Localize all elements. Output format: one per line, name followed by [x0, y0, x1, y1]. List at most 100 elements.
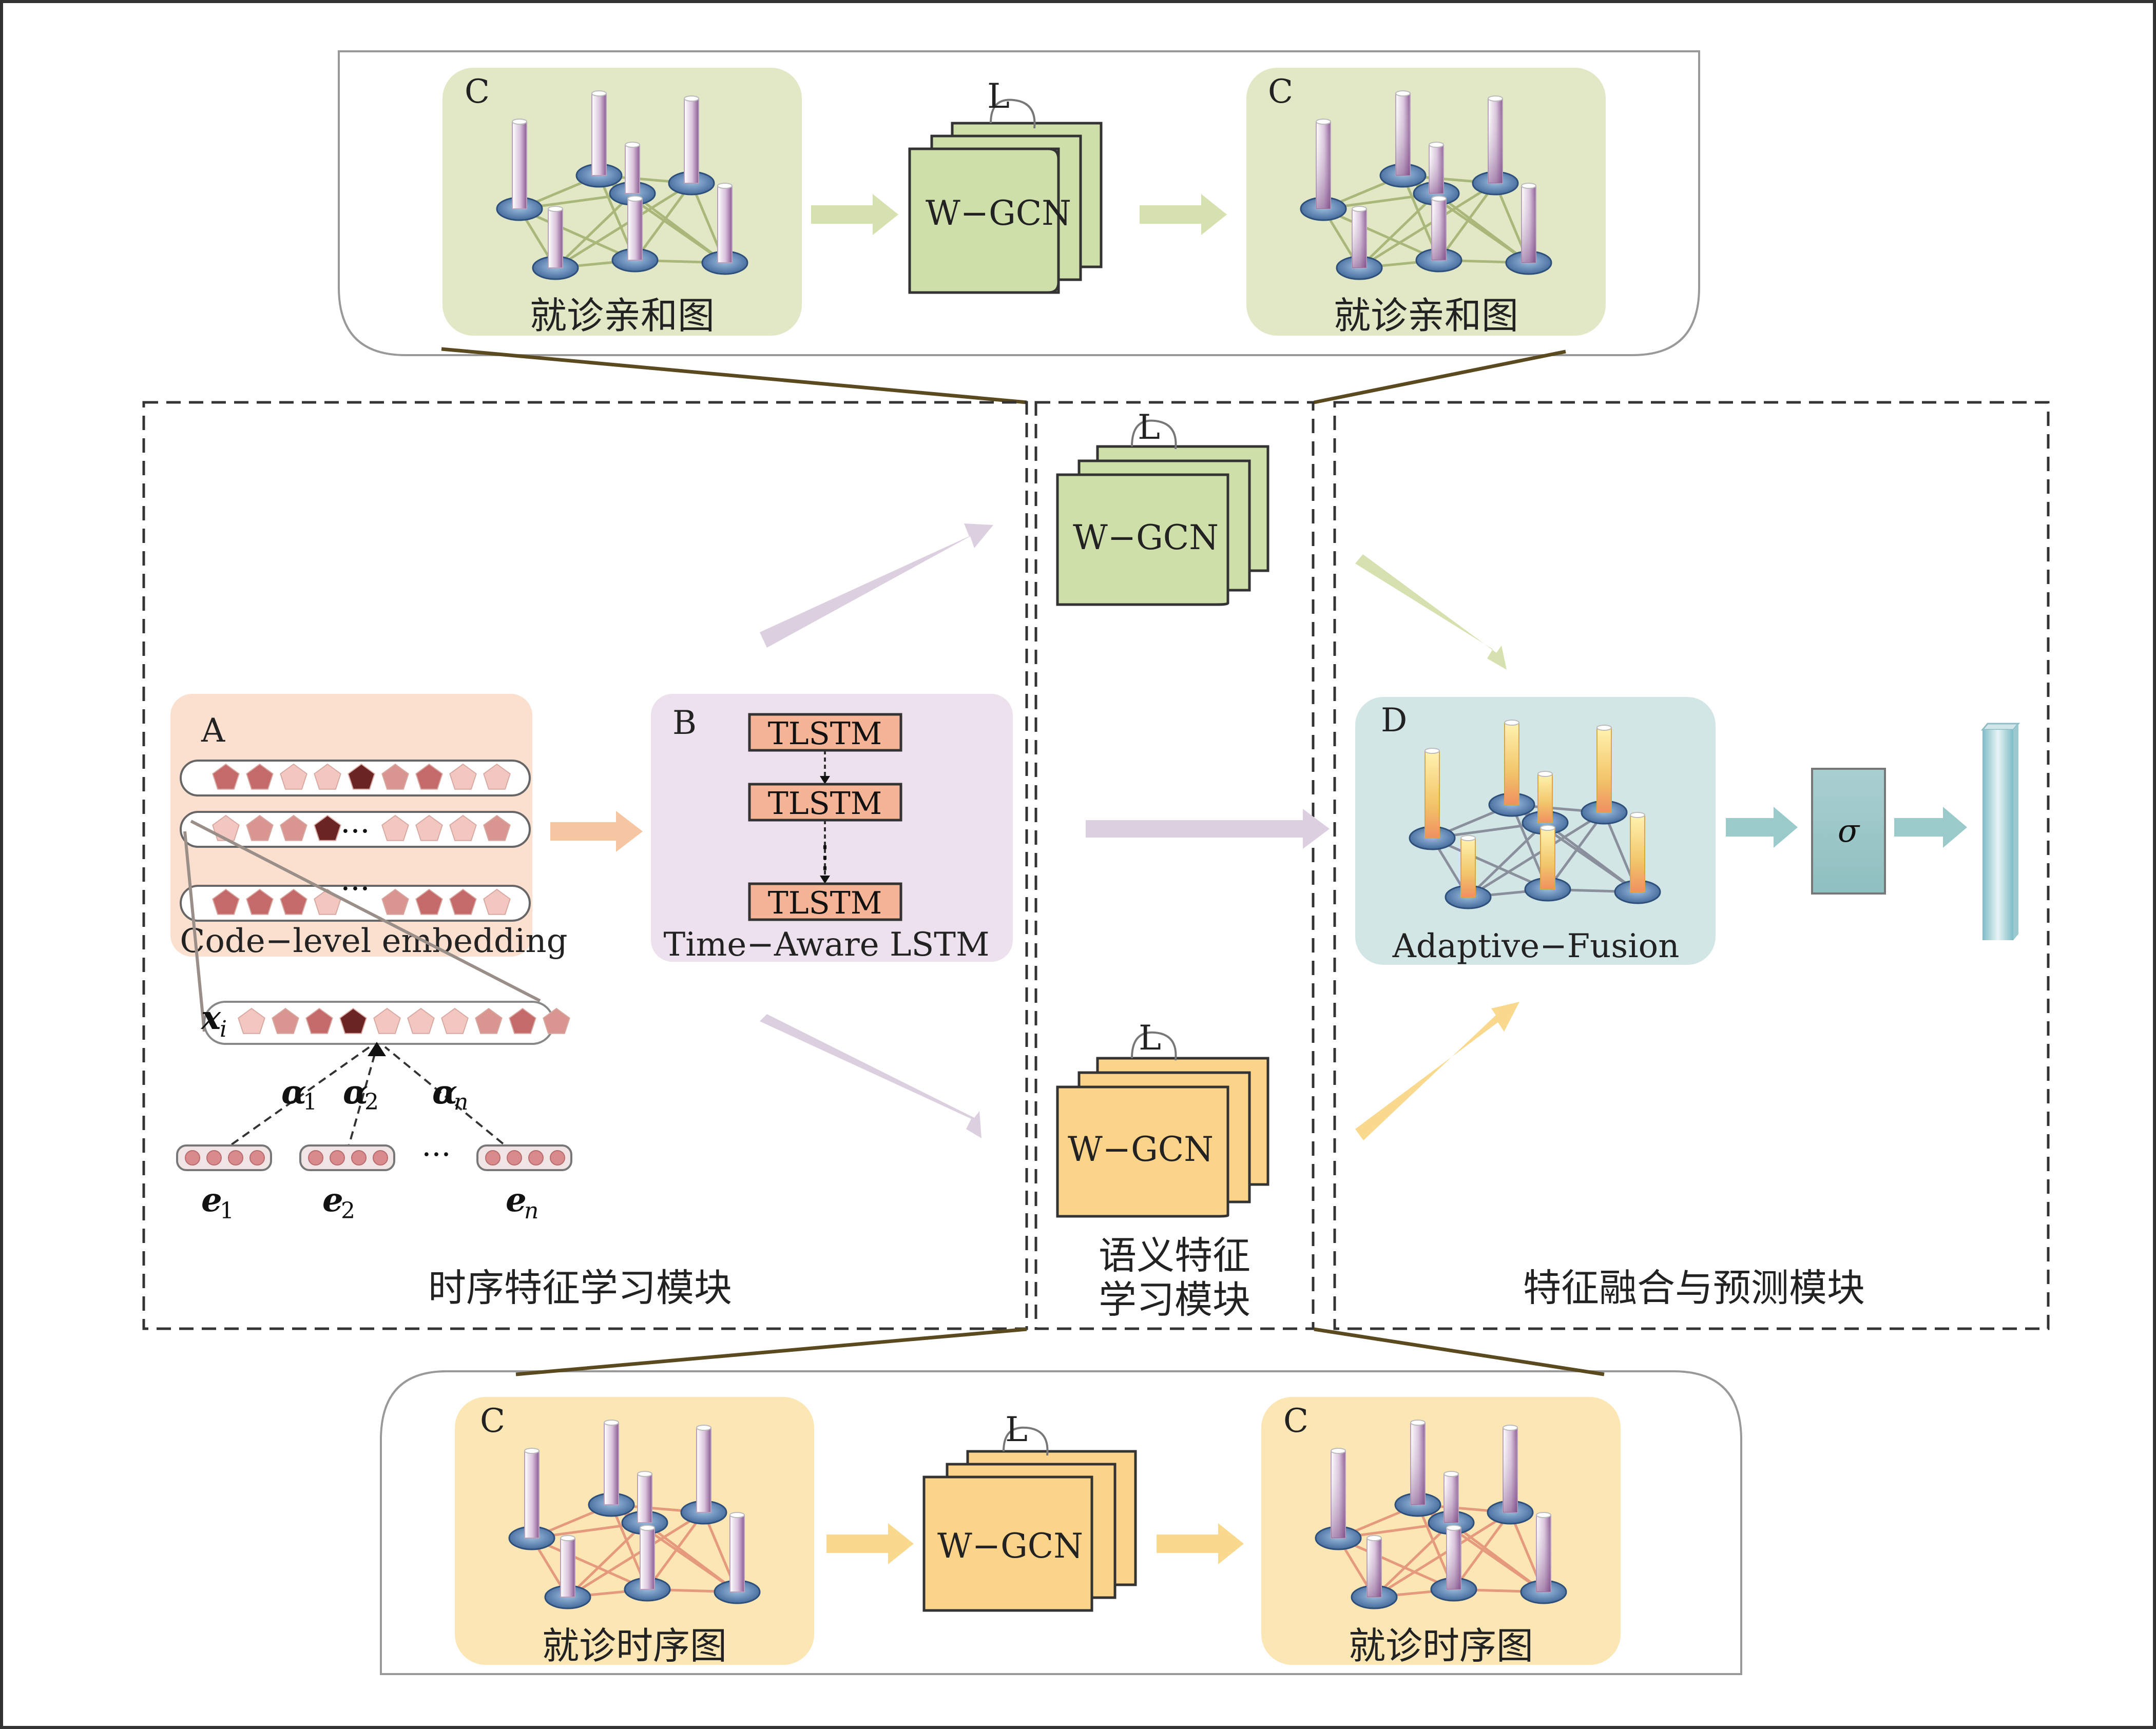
- tlstm-cell-3-label: TLSTM: [768, 885, 882, 921]
- graph-pillar: [524, 1450, 540, 1539]
- bottom-connector-right: [1314, 1327, 1605, 1376]
- arrow-affinity-to-fusion: [1355, 554, 1507, 670]
- alpha2-symbol: α: [343, 1073, 368, 1112]
- tlstm-cell-2-label: TLSTM: [768, 786, 882, 822]
- arrow-lstm-to-affinity-gcn: [760, 523, 993, 648]
- graph-pillar: [637, 1473, 652, 1523]
- alpha1-symbol: α: [281, 1073, 306, 1112]
- code-pentagon: [543, 1007, 570, 1034]
- graph-pillar: [627, 198, 643, 261]
- graph-edge: [531, 1537, 648, 1591]
- code-dot: [507, 1150, 522, 1165]
- code-pentagon: [381, 814, 409, 841]
- arrow-bottom-1: [826, 1523, 914, 1564]
- sigma-symbol: σ: [1838, 812, 1860, 849]
- panel-letter-a: A: [201, 712, 225, 750]
- temporal-module-label: 时序特征学习模块: [428, 1266, 732, 1310]
- bottom-wgcn-label: W−GCN: [937, 1526, 1083, 1566]
- code-pentagon: [305, 1007, 333, 1034]
- graph-edge: [1437, 182, 1497, 261]
- code-pentagon: [381, 763, 409, 790]
- tlstm-cell-1-label: TLSTM: [768, 716, 882, 752]
- loop-label: L: [1005, 1410, 1028, 1449]
- graph-edge: [1546, 811, 1606, 890]
- arrow-embedding-to-lstm: [550, 811, 643, 852]
- alpha1-subscript: 1: [303, 1089, 317, 1115]
- graph-pillar: [1504, 722, 1519, 805]
- code-pentagon: [373, 1007, 401, 1034]
- graph-pillar: [717, 185, 733, 263]
- en-symbol: e: [506, 1181, 527, 1219]
- alphan-symbol: α: [432, 1073, 457, 1112]
- code-dot: [185, 1150, 200, 1165]
- arrow-fusion-to-sigma: [1726, 807, 1798, 848]
- graph-pillar: [684, 98, 699, 184]
- graph-pillar: [604, 1422, 619, 1505]
- panel-letter-c: C: [1268, 73, 1293, 111]
- output-vector: [1980, 723, 2020, 940]
- semantic-module-label-2: 学习模块: [1099, 1278, 1250, 1322]
- code-pentagon: [314, 763, 341, 790]
- code-pentagon: [483, 763, 511, 790]
- top-connector-left: [441, 347, 1027, 404]
- graph-edge: [1431, 837, 1549, 891]
- bottom-wgcn-stack: L W−GCN: [922, 1410, 1137, 1612]
- code-vectors-ellipsis: ···: [421, 1137, 451, 1173]
- wgcn-label: W−GCN: [926, 193, 1071, 233]
- graph-pillar: [560, 1538, 575, 1598]
- code-pentagon: [475, 1007, 503, 1034]
- e1-symbol: e: [201, 1181, 222, 1219]
- code-level-embedding: A ··· ··· Code−level embedding: [170, 694, 568, 960]
- code-dot: [249, 1150, 265, 1165]
- code-pentagon: [280, 814, 307, 841]
- panel-letter-c: C: [480, 1402, 505, 1440]
- panel-letter-c: C: [1283, 1402, 1308, 1440]
- graph-pillar: [640, 1527, 655, 1590]
- graph-pillar: [729, 1514, 745, 1592]
- affinity-graph-right: [1300, 90, 1552, 280]
- attention-lines: [220, 1046, 514, 1153]
- graph-pillar: [591, 93, 607, 176]
- tlstm-cell-3: [748, 882, 902, 921]
- code-pentagon: [246, 763, 274, 790]
- loop-label: L: [987, 76, 1010, 116]
- bottom-connector-left: [515, 1327, 1027, 1376]
- code-pentagon: [449, 888, 477, 915]
- graph-edge: [567, 1522, 646, 1598]
- fusion-module-label: 特征融合与预测模块: [1523, 1266, 1865, 1310]
- code-pentagon: [407, 1007, 435, 1034]
- graph-edge: [1467, 811, 1605, 899]
- code-pentagon: [212, 888, 240, 915]
- semantic-wgcn-orange: L W−GCN: [1056, 1018, 1269, 1218]
- code-pentagon: [280, 888, 307, 915]
- xi-symbol: x: [200, 999, 221, 1037]
- code-embedding-caption: Code−level embedding: [180, 922, 567, 960]
- code-dot: [550, 1150, 565, 1165]
- adaptive-fusion-caption: Adaptive−Fusion: [1392, 927, 1680, 965]
- code-dot: [206, 1150, 222, 1165]
- code-pentagon: [415, 814, 443, 841]
- adaptive-fusion-graph: [1409, 720, 1661, 909]
- code-dot: [228, 1150, 243, 1165]
- graph-pillar: [1424, 750, 1440, 839]
- code-pentagon: [509, 1007, 536, 1034]
- attention-vector: x i: [200, 999, 570, 1045]
- zoom-line-left: [183, 831, 206, 1032]
- semantic-wgcn-bottom-label: W−GCN: [1068, 1130, 1214, 1169]
- tlstm-cell-2: [748, 783, 902, 822]
- code-pentagon: [483, 888, 511, 915]
- attention-arrowhead: [368, 1042, 386, 1056]
- code-pentagon: [415, 888, 443, 915]
- graph-edge: [1322, 207, 1440, 262]
- temporal-module-frame: [142, 401, 1028, 1330]
- graph-pillar: [1537, 773, 1553, 823]
- embedding-row-1-codes: [212, 763, 511, 790]
- graph-pillar: [512, 121, 527, 209]
- code-dot: [308, 1150, 323, 1165]
- graph-edge: [1452, 1511, 1512, 1590]
- graph-edge: [646, 1511, 705, 1590]
- code-pentagon: [348, 763, 375, 790]
- code-pentagon: [441, 1007, 469, 1034]
- code-dot: [528, 1150, 544, 1165]
